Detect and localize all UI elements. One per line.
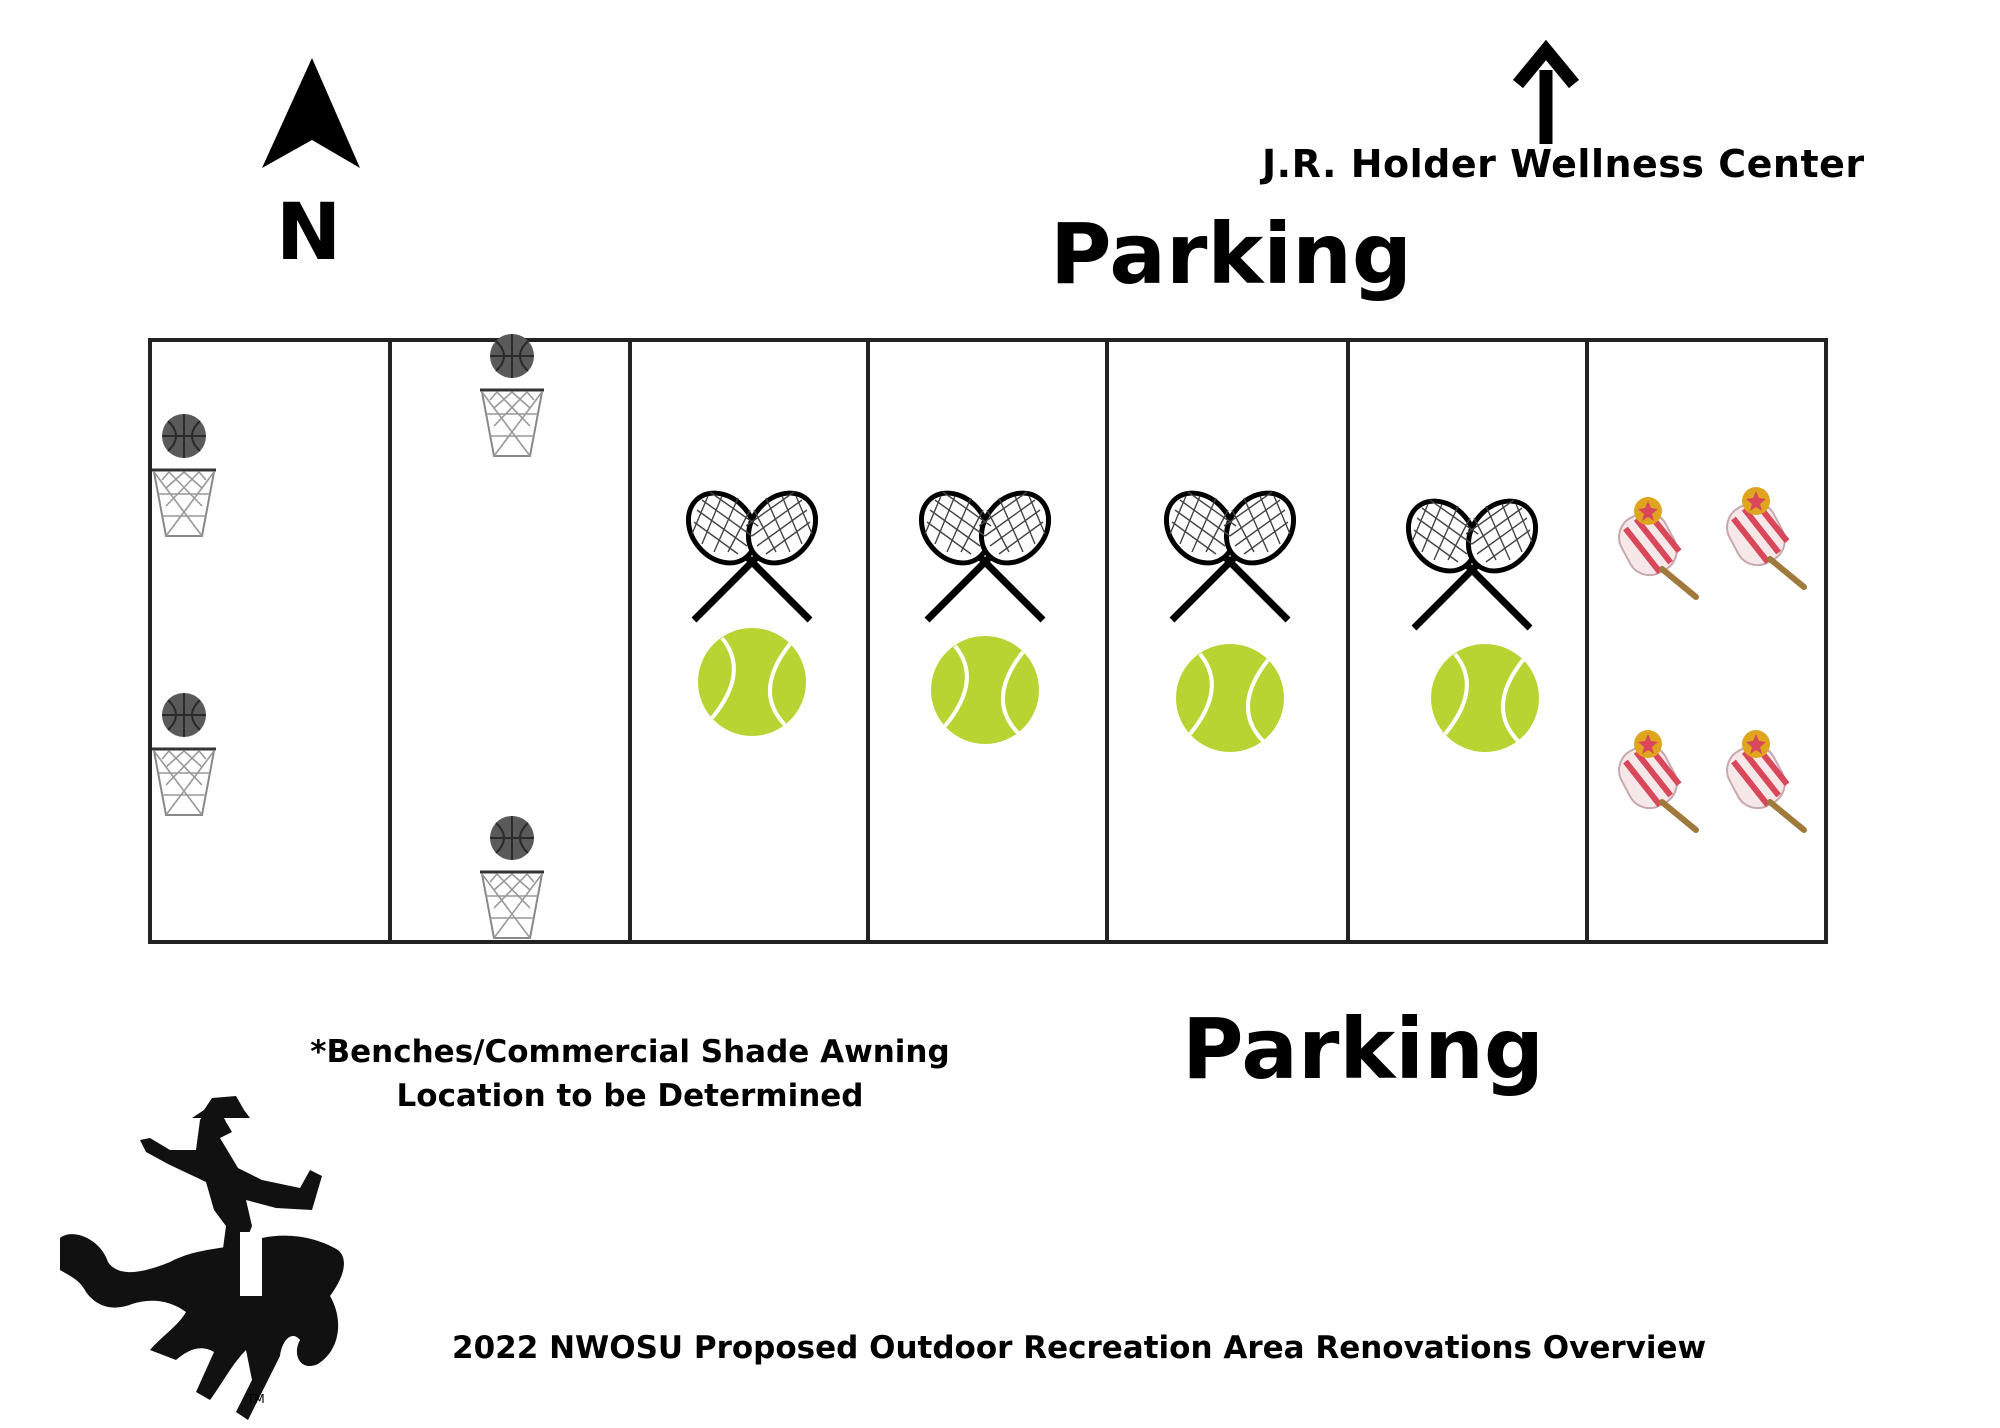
- amenities-note: *Benches/Commercial Shade Awning Locatio…: [300, 1030, 960, 1118]
- north-label: N: [276, 188, 342, 278]
- court-5: [1153, 480, 1308, 754]
- court-1: [150, 412, 218, 817]
- basketball-hoop-icon: [478, 332, 546, 458]
- amenities-note-line-2: Location to be Determined: [396, 1078, 864, 1114]
- tennis-ball-icon: [1174, 642, 1286, 754]
- north-arrow-icon: [262, 58, 360, 168]
- parking-north-label: Parking: [1050, 205, 1413, 303]
- pickleball-paddle-icon: [1611, 497, 1696, 597]
- arrow-up-icon: [1512, 39, 1580, 144]
- bronco-rider-logo-icon: [60, 1096, 344, 1420]
- court-2: [478, 332, 546, 940]
- crossed-rackets-icon: [1153, 480, 1308, 620]
- tennis-ball-icon: [1429, 642, 1541, 754]
- amenities-note-line-1: *Benches/Commercial Shade Awning: [310, 1034, 950, 1070]
- parking-south-label: Parking: [1182, 1000, 1545, 1098]
- pickleball-paddle-icon: [1719, 487, 1804, 587]
- court-7: [1611, 487, 1804, 830]
- wellness-center-label: J.R. Holder Wellness Center: [1262, 142, 1865, 186]
- pickleball-paddle-icon: [1611, 730, 1696, 830]
- basketball-hoop-icon: [150, 691, 218, 817]
- court-6: [1395, 488, 1550, 754]
- footer-title: 2022 NWOSU Proposed Outdoor Recreation A…: [452, 1330, 1707, 1366]
- trademark-mark: TM: [247, 1392, 265, 1406]
- crossed-rackets-icon: [675, 480, 830, 620]
- tennis-ball-icon: [929, 634, 1041, 746]
- crossed-rackets-icon: [908, 480, 1063, 620]
- court-3: [675, 480, 830, 738]
- court-4: [908, 480, 1063, 746]
- basketball-hoop-icon: [478, 814, 546, 940]
- tennis-ball-icon: [696, 626, 808, 738]
- pickleball-paddle-icon: [1719, 730, 1804, 830]
- court-outline: [148, 338, 1828, 944]
- crossed-rackets-icon: [1395, 488, 1550, 628]
- basketball-hoop-icon: [150, 412, 218, 538]
